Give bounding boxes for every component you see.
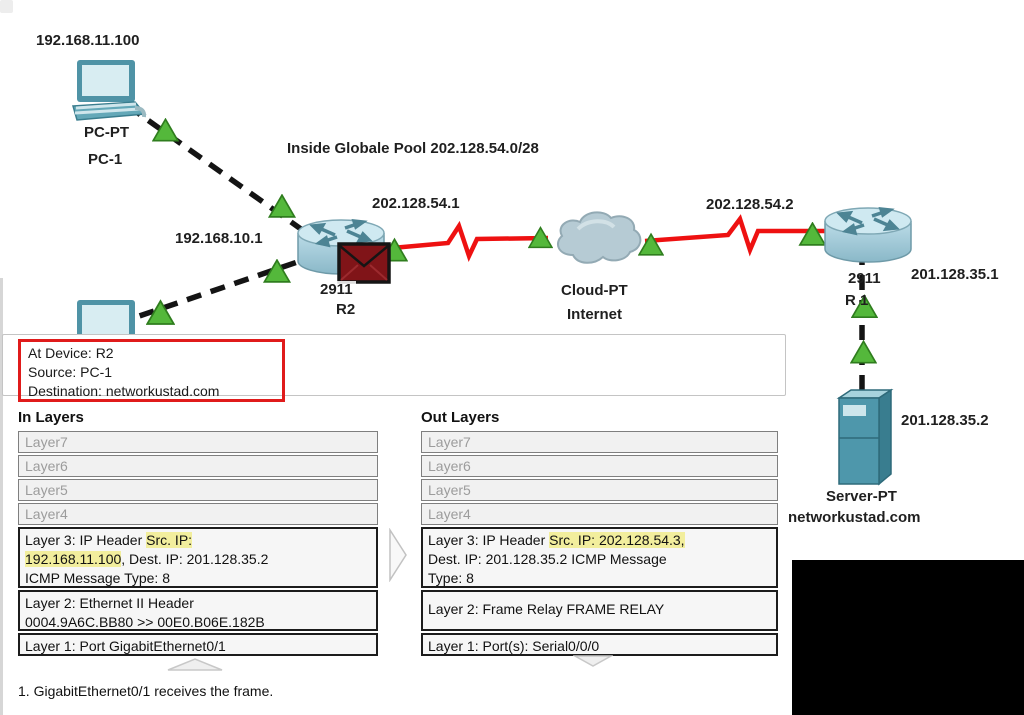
pc1-type-label: PC-PT — [81, 124, 132, 142]
link-status-arrow — [267, 194, 297, 218]
link-status-arrow — [798, 222, 827, 246]
link-pc2-r2[interactable] — [115, 254, 313, 327]
server-type-label: Server-PT — [823, 488, 900, 506]
link-status-arrow — [851, 294, 878, 319]
out-layer5-row[interactable]: Layer5 — [421, 479, 778, 501]
pdu-info-panel — [2, 334, 786, 396]
chevron-right-icon — [389, 528, 407, 582]
in-layer4-row[interactable]: Layer4 — [18, 503, 378, 525]
out-layer3-row[interactable]: Layer 3: IP Header Src. IP: 202.128.54.3… — [421, 527, 778, 588]
source-text: Source: PC-1 — [28, 364, 113, 380]
r1-lan-ip-label: 201.128.35.1 — [908, 266, 1002, 284]
out-layer2-row[interactable]: Layer 2: Frame Relay FRAME RELAY — [421, 590, 778, 631]
pdu-event-summary: At Device: R2 Source: PC-1 Destination: … — [18, 339, 285, 402]
link-cloud-r1-serial[interactable] — [644, 214, 832, 257]
r1-name-label: R 1 — [845, 292, 869, 309]
window-left-edge — [0, 278, 3, 715]
chevron-down-icon — [573, 655, 613, 667]
link-r2-cloud-serial[interactable] — [391, 220, 549, 263]
black-redaction-box — [792, 560, 1024, 715]
cloud-internet-icon[interactable] — [548, 205, 648, 269]
cloud-type-label: Cloud-PT — [558, 282, 631, 300]
in-layers-title: In Layers — [18, 409, 84, 426]
pdu-envelope-icon[interactable] — [337, 242, 391, 284]
out-layer4-row[interactable]: Layer4 — [421, 503, 778, 525]
in-layer3-row[interactable]: Layer 3: IP Header Src. IP: 192.168.11.1… — [18, 527, 378, 588]
r1-model-label: 2911 — [848, 270, 881, 287]
cloud-name-label: Internet — [564, 306, 626, 324]
in-layer2-row[interactable]: Layer 2: Ethernet II Header 0004.9A6C.BB… — [18, 590, 378, 631]
out-layer7-row[interactable]: Layer7 — [421, 431, 778, 453]
pc1-laptop-icon[interactable] — [62, 58, 150, 124]
r2-model-label: 2911 — [317, 281, 356, 299]
r2-lan-ip-label: 192.168.10.1 — [172, 230, 266, 248]
link-status-arrow — [850, 340, 877, 364]
event-step-text: 1. GigabitEthernet0/1 receives the frame… — [18, 683, 274, 699]
link-status-arrow — [262, 259, 292, 283]
r2-name-label: R2 — [333, 301, 359, 319]
chevron-up-icon — [167, 658, 223, 671]
in-layer5-row[interactable]: Layer5 — [18, 479, 378, 501]
in-layer7-row[interactable]: Layer7 — [18, 431, 378, 453]
link-status-arrow — [638, 232, 664, 256]
in-layer3-pre: Layer 3: IP Header — [25, 532, 147, 548]
link-status-arrow — [152, 118, 179, 142]
server-ip-label: 201.128.35.2 — [898, 412, 992, 430]
out-layer3-pre: Layer 3: IP Header — [428, 532, 550, 548]
link-status-arrow — [528, 226, 553, 249]
in-layer3-post: , Dest. IP: 201.128.35.2 ICMP Message Ty… — [25, 551, 269, 586]
pc2-laptop-icon[interactable] — [62, 298, 150, 334]
pc1-name-label: PC-1 — [85, 151, 126, 169]
at-device-text: At Device: R2 — [28, 345, 114, 361]
pc1-ip-label: 192.168.11.100 — [33, 32, 143, 50]
in-layer1-row[interactable]: Layer 1: Port GigabitEthernet0/1 — [18, 633, 378, 656]
router-r1-icon[interactable] — [822, 203, 914, 269]
server-name-label: networkustad.com — [785, 509, 924, 527]
out-layers-title: Out Layers — [421, 409, 500, 426]
link-status-arrow — [146, 299, 175, 325]
out-layer6-row[interactable]: Layer6 — [421, 455, 778, 477]
out-layer1-row[interactable]: Layer 1: Port(s): Serial0/0/0 — [421, 633, 778, 656]
server-icon[interactable] — [833, 386, 897, 490]
inside-global-pool-label: Inside Globale Pool 202.128.54.0/28 — [284, 140, 542, 158]
out-layer3-highlight: Src. IP: 202.128.54.3, — [549, 532, 685, 548]
r1-wan-ip-label: 202.128.54.2 — [703, 196, 797, 214]
destination-text: Destination: networkustad.com — [28, 383, 220, 399]
r2-wan-ip-label: 202.128.54.1 — [369, 195, 463, 213]
out-layer3-post: Dest. IP: 201.128.35.2 ICMP Message Type… — [428, 551, 667, 586]
corner-artifact — [0, 0, 13, 13]
in-layer6-row[interactable]: Layer6 — [18, 455, 378, 477]
